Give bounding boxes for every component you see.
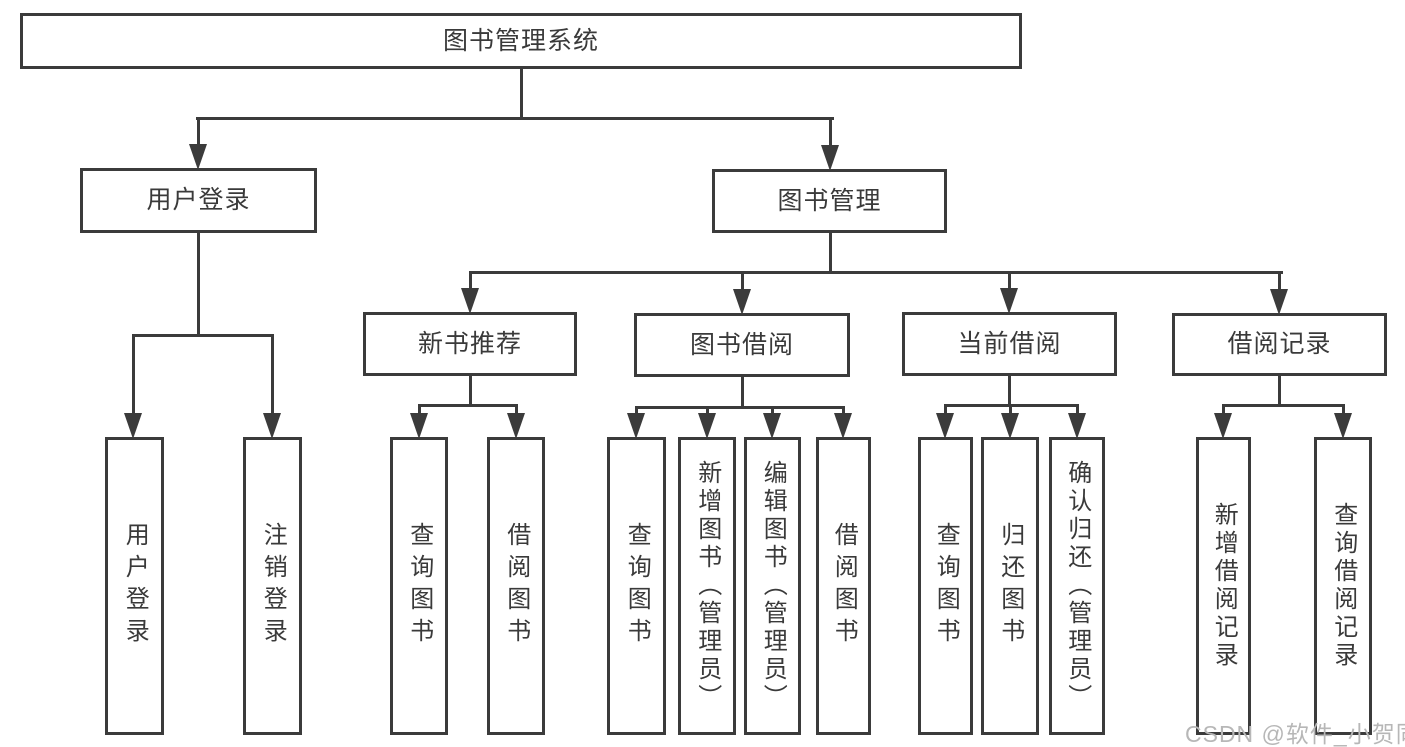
connector-line xyxy=(1341,405,1345,417)
connector-line xyxy=(417,405,421,417)
arrowhead-down-icon xyxy=(821,145,839,171)
arrowhead-down-icon xyxy=(698,413,716,439)
connector-line xyxy=(828,118,832,149)
node-logout-leaf: 注销登录 xyxy=(243,437,302,735)
arrowhead-down-icon xyxy=(189,144,207,170)
node-borrow-record: 借阅记录 xyxy=(1172,313,1387,376)
connector-line xyxy=(468,270,1283,274)
connector-line xyxy=(943,405,947,417)
node-query-borrow-record: 查询借阅记录 xyxy=(1314,437,1372,735)
arrowhead-down-icon xyxy=(1214,413,1232,439)
node-add-borrow-record: 新增借阅记录 xyxy=(1196,437,1251,735)
connector-line xyxy=(131,335,135,417)
connector-line xyxy=(195,116,834,120)
connector-line xyxy=(519,66,523,119)
connector-line xyxy=(634,405,845,409)
connector-line xyxy=(417,403,518,407)
connector-line xyxy=(514,405,518,417)
connector-line xyxy=(196,118,200,148)
connector-line xyxy=(740,374,744,409)
node-query-book-newrec: 查询图书 xyxy=(390,437,448,735)
arrowhead-down-icon xyxy=(1001,413,1019,439)
node-add-book-admin: 新增图书（管理员） xyxy=(678,437,736,735)
node-borrow-book-leaf: 借阅图书 xyxy=(816,437,871,735)
arrowhead-down-icon xyxy=(733,289,751,315)
node-borrow-book-newrec: 借阅图书 xyxy=(487,437,545,735)
connector-line xyxy=(740,272,744,293)
connector-line xyxy=(196,230,200,337)
connector-line xyxy=(828,230,832,274)
connector-line xyxy=(1007,272,1011,292)
connector-line xyxy=(770,407,774,417)
node-edit-book-admin: 编辑图书（管理员） xyxy=(744,437,801,735)
connector-line xyxy=(1221,405,1225,417)
connector-line xyxy=(1277,272,1281,293)
arrowhead-down-icon xyxy=(461,288,479,314)
node-return-book: 归还图书 xyxy=(981,437,1039,735)
connector-line xyxy=(1221,403,1345,407)
connector-line xyxy=(131,333,274,337)
node-user-login: 用户登录 xyxy=(80,168,317,233)
node-root: 图书管理系统 xyxy=(20,13,1022,69)
arrowhead-down-icon xyxy=(1000,288,1018,314)
arrowhead-down-icon xyxy=(507,413,525,439)
connector-line xyxy=(1277,373,1281,407)
node-query-book-current: 查询图书 xyxy=(918,437,973,735)
connector-line xyxy=(1007,373,1011,407)
node-user-login-leaf: 用户登录 xyxy=(105,437,164,735)
node-query-book-borrow: 查询图书 xyxy=(607,437,666,735)
node-current-borrow: 当前借阅 xyxy=(902,312,1117,376)
connector-line xyxy=(1075,405,1079,417)
arrowhead-down-icon xyxy=(834,413,852,439)
arrowhead-down-icon xyxy=(410,413,428,439)
arrowhead-down-icon xyxy=(763,413,781,439)
csdn-watermark: CSDN @软件_小贺同学 xyxy=(1185,721,1405,747)
connector-line xyxy=(705,407,709,417)
connector-line xyxy=(841,407,845,417)
arrowhead-down-icon xyxy=(1068,413,1086,439)
node-book-mgmt: 图书管理 xyxy=(712,169,947,233)
node-book-borrow: 图书借阅 xyxy=(634,313,850,377)
arrowhead-down-icon xyxy=(1270,289,1288,315)
node-confirm-return-admin: 确认归还（管理员） xyxy=(1049,437,1105,735)
arrowhead-down-icon xyxy=(627,413,645,439)
node-new-book-rec: 新书推荐 xyxy=(363,312,577,376)
arrowhead-down-icon xyxy=(124,413,142,439)
connector-line xyxy=(468,272,472,292)
connector-line xyxy=(1008,405,1012,417)
arrowhead-down-icon xyxy=(263,413,281,439)
arrowhead-down-icon xyxy=(1334,413,1352,439)
connector-line xyxy=(270,335,274,417)
connector-line xyxy=(634,407,638,417)
arrowhead-down-icon xyxy=(936,413,954,439)
connector-line xyxy=(468,373,472,407)
